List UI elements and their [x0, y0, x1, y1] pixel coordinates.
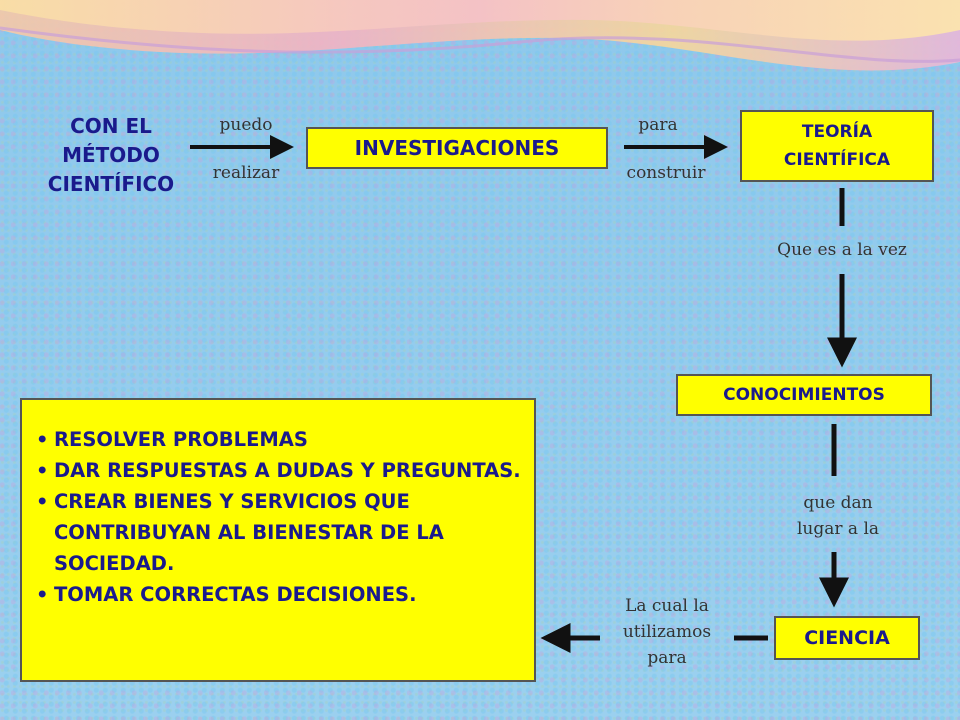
node-conocimientos-label: CONOCIMIENTOS	[723, 385, 885, 405]
edge-5-line: utilizamos	[622, 622, 712, 642]
purpose-item: CREAR BIENES Y SERVICIOS QUE CONTRIBUYAN…	[34, 486, 522, 579]
edge-5-line: La cual la	[625, 596, 709, 616]
start-line: CON EL	[70, 114, 152, 138]
node-teoria-cientifica: TEORÍA CIENTÍFICA	[740, 110, 934, 182]
purposes-box: RESOLVER PROBLEMAS DAR RESPUESTAS A DUDA…	[20, 398, 536, 682]
purpose-item: DAR RESPUESTAS A DUDAS Y PREGUNTAS.	[34, 455, 522, 486]
start-line: MÉTODO	[62, 143, 160, 167]
node-ciencia: CIENCIA	[774, 616, 920, 660]
edge-4-line: lugar a la	[796, 519, 880, 539]
decorative-banner	[0, 0, 960, 71]
edge-label-que-es-a-la-vez: Que es a la vez	[777, 240, 907, 260]
edge-4-line: que dan	[803, 493, 873, 513]
edge-label-para: para	[638, 115, 678, 135]
node-conocimientos: CONOCIMIENTOS	[676, 374, 932, 416]
node-teoria-line: TEORÍA	[801, 122, 873, 142]
node-investigaciones-label: INVESTIGACIONES	[354, 136, 560, 160]
start-line: CIENTÍFICO	[47, 172, 175, 196]
purpose-item: RESOLVER PROBLEMAS	[34, 424, 522, 455]
node-investigaciones: INVESTIGACIONES	[306, 127, 608, 169]
purposes-list: RESOLVER PROBLEMAS DAR RESPUESTAS A DUDA…	[34, 424, 522, 610]
purpose-item: TOMAR CORRECTAS DECISIONES.	[34, 579, 522, 610]
edge-label-puedo: puedo	[219, 115, 273, 135]
edge-label-la-cual-la-utilizamos: La cual la utilizamos para	[596, 593, 738, 671]
edge-5-line: para	[647, 648, 687, 668]
node-ciencia-label: CIENCIA	[804, 627, 890, 649]
start-concept: CON EL MÉTODO CIENTÍFICO	[18, 112, 204, 199]
edge-label-realizar: realizar	[212, 163, 280, 183]
edge-label-construir: construir	[626, 163, 706, 183]
edge-label-que-dan-lugar: que dan lugar a la	[770, 490, 906, 542]
node-teoria-line: CIENTÍFICA	[783, 150, 891, 170]
